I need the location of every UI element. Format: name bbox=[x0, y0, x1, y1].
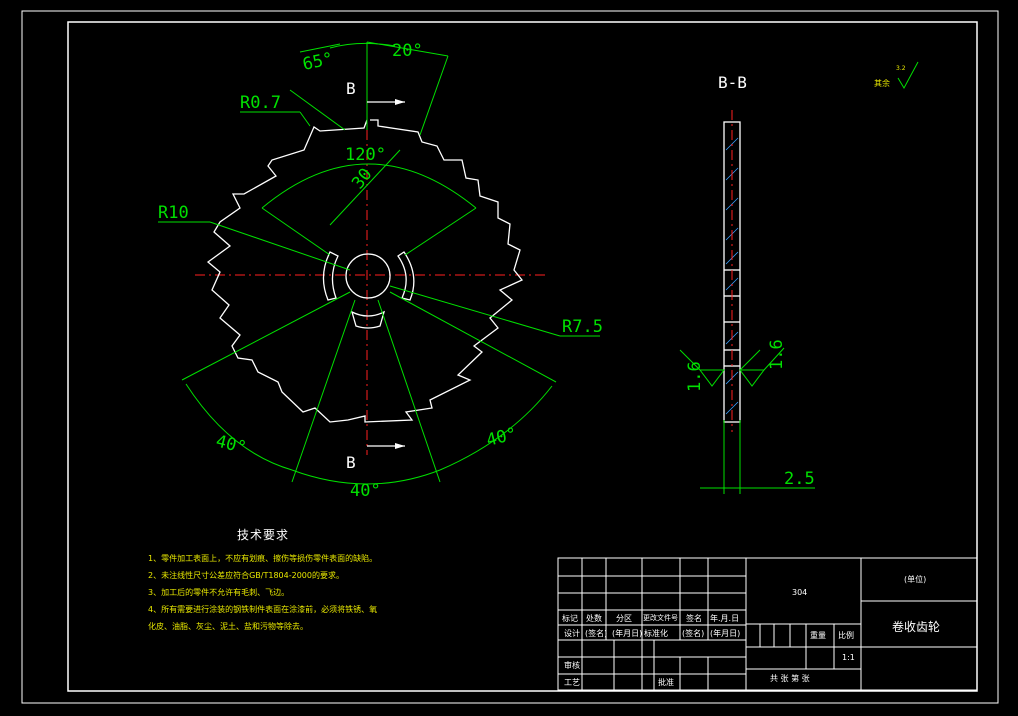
row-mark-6: 年.月.日 bbox=[710, 614, 740, 623]
process-label: 工艺 bbox=[564, 678, 580, 687]
unit-name: (单位) bbox=[904, 575, 927, 584]
tech-item-2: 2、未注线性尺寸公差应符合GB/T1804-2000的要求。 bbox=[148, 571, 344, 580]
chamfer-symbol-left bbox=[699, 369, 725, 387]
dim-angle-40-right: 40° bbox=[484, 424, 519, 451]
chamfer-symbol-right bbox=[739, 369, 765, 387]
row-mark-1: 标记 bbox=[562, 614, 578, 623]
dim-angle-20: 20° bbox=[392, 41, 423, 61]
dimension-lines bbox=[158, 41, 600, 485]
slot-bottom bbox=[350, 310, 386, 329]
tech-item-5: 化皮、油脂、灰尘、泥土、盐和污物等除去。 bbox=[148, 622, 308, 631]
tech-item-4: 4、所有需要进行涂装的钢铁制件表面在涂漆前，必须将铁锈、氧 bbox=[148, 605, 378, 614]
roughness-value: 3.2 bbox=[896, 65, 906, 72]
inner-frame bbox=[67, 21, 978, 692]
material: 304 bbox=[792, 588, 808, 597]
row-mark-3: 分区 bbox=[616, 614, 632, 623]
dim-angle-40-left: 40° bbox=[214, 431, 249, 458]
dim-r75: R7.5 bbox=[562, 317, 603, 337]
dim-angle-65: 65° bbox=[301, 49, 335, 75]
tech-item-3: 3、加工后的零件不允许有毛刺、飞边。 bbox=[148, 588, 290, 597]
row-mark-5: 签名 bbox=[686, 614, 702, 623]
hub-bore bbox=[345, 253, 391, 299]
row-design-3: (年月日) bbox=[612, 629, 643, 638]
row-design-5: (签名) bbox=[682, 629, 705, 638]
dim-2.5: 2.5 bbox=[784, 469, 815, 489]
section-arrowhead-bottom bbox=[395, 443, 405, 449]
section-title: B-B bbox=[718, 73, 747, 92]
approve-label: 批准 bbox=[658, 678, 674, 687]
scale-value: 1:1 bbox=[842, 653, 855, 662]
review-label: 审核 bbox=[564, 661, 580, 670]
row-design-2: (签名) bbox=[585, 629, 608, 638]
part-name: 卷收齿轮 bbox=[892, 620, 941, 634]
dim-r10: R10 bbox=[158, 203, 189, 223]
tech-requirements-heading: 技术要求 bbox=[236, 528, 289, 542]
row-design-1: 设计 bbox=[564, 629, 580, 638]
gear-outline bbox=[206, 119, 524, 423]
dim-angle-120: 120° bbox=[345, 145, 386, 165]
tech-item-1: 1、零件加工表面上，不应有划痕、擦伤等损伤零件表面的缺陷。 bbox=[148, 554, 378, 563]
slot-left bbox=[322, 251, 339, 301]
dim-r07: R0.7 bbox=[240, 93, 281, 113]
row-design-6: (年月日) bbox=[710, 629, 741, 638]
weight-label: 重量 bbox=[810, 631, 826, 640]
section-view: B-B 1.6 1.6 2.5 bbox=[679, 73, 815, 494]
title-block bbox=[557, 557, 978, 691]
row-mark-4: 更改文件号 bbox=[643, 614, 678, 622]
row-mark-2: 处数 bbox=[586, 614, 602, 623]
dim-1.6-left: 1.6 bbox=[685, 361, 705, 392]
row-design-4: 标准化 bbox=[644, 629, 668, 638]
section-mark-top: B bbox=[346, 79, 356, 98]
roughness-symbol: 3.2 其余 bbox=[874, 61, 919, 90]
section-body bbox=[723, 121, 741, 423]
section-arrowhead-top bbox=[395, 99, 405, 105]
section-mark-bottom: B bbox=[346, 453, 356, 472]
tech-requirements: 技术要求 1、零件加工表面上，不应有划痕、擦伤等损伤零件表面的缺陷。 2、未注线… bbox=[148, 527, 548, 635]
front-view: B B 65° 20° R0.7 120° 30 R10 R7.5 40° 40… bbox=[158, 41, 603, 501]
outer-border bbox=[21, 10, 999, 704]
dim-30: 30 bbox=[348, 165, 376, 193]
scale-label: 比例 bbox=[838, 631, 854, 640]
dim-1.6-right: 1.6 bbox=[767, 339, 787, 370]
roughness-label: 其余 bbox=[874, 78, 890, 88]
dim-angle-40-bottom: 40° bbox=[350, 481, 381, 501]
sheet-count: 共 张 第 张 bbox=[770, 674, 810, 683]
